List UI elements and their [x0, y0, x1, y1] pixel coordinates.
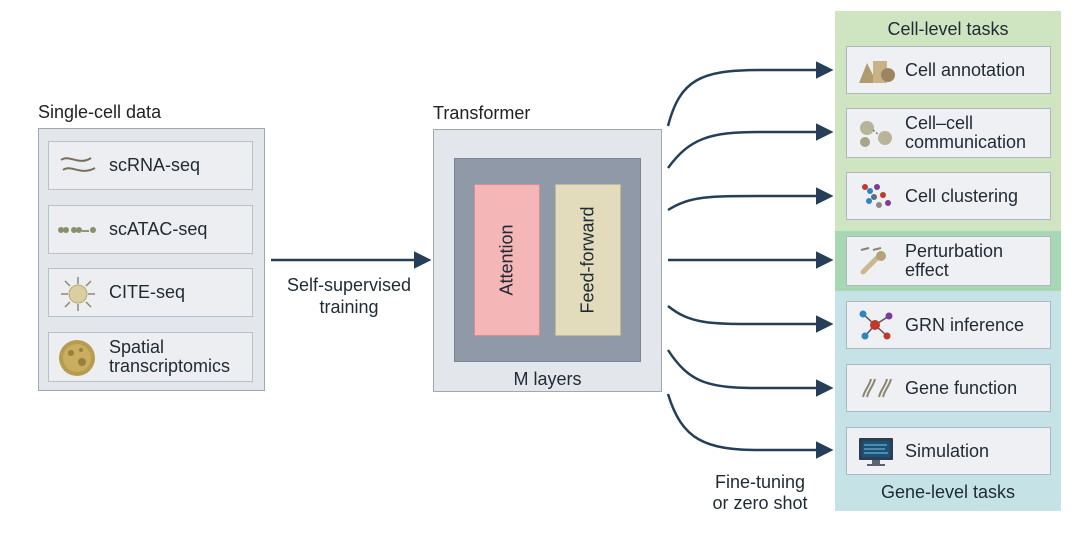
- input-scrna-seq: scRNA-seq: [48, 141, 253, 190]
- input-cite-seq: CITE-seq: [48, 268, 253, 317]
- task-label-line1: Cell–cell: [905, 113, 974, 133]
- task-label: Simulation: [905, 440, 990, 461]
- arrow-to-simulation: [666, 393, 834, 459]
- arrow-to-cell-communication: [666, 123, 834, 169]
- arrow-to-cell-annotation: [666, 61, 834, 127]
- cell-level-title: Cell-level tasks: [887, 19, 1009, 39]
- dna-icon: [862, 378, 892, 398]
- training-label: Self-supervised training: [286, 275, 412, 317]
- task-label: GRN inference: [905, 314, 1025, 335]
- task-grn-inference: GRN inference: [846, 301, 1051, 349]
- arrow-to-gene-function: [666, 349, 834, 397]
- cell-shapes-icon: [859, 61, 895, 83]
- layers-label: M layers: [513, 369, 582, 389]
- task-label-line1: Perturbation: [905, 241, 1004, 261]
- transformer-title: Transformer: [433, 103, 531, 123]
- single-cell-data-title: Single-cell data: [38, 102, 162, 122]
- task-cell-annotation: Cell annotation: [846, 46, 1051, 94]
- input-spatial-transcriptomics: Spatial transcriptomics: [48, 332, 253, 382]
- attention-label: Attention: [496, 224, 517, 296]
- rna-strand-icon: [60, 157, 96, 172]
- monitor-icon: [859, 438, 893, 466]
- attention-block: Attention: [474, 184, 540, 336]
- task-label: Cell clustering: [905, 185, 1019, 206]
- tissue-icon: [59, 340, 95, 376]
- task-perturbation-effect: Perturbation effect: [846, 236, 1051, 286]
- input-label: CITE-seq: [109, 282, 186, 302]
- input-label: scRNA-seq: [109, 155, 201, 175]
- task-label-line2: effect: [905, 260, 949, 280]
- input-label-line2: transcriptomics: [109, 356, 231, 376]
- task-cell-communication: Cell–cell communication: [846, 108, 1051, 158]
- arrow-to-cell-clustering: [667, 187, 834, 212]
- cell-communication-icon: [860, 121, 892, 147]
- gene-level-title: Gene-level tasks: [880, 482, 1016, 502]
- feedforward-label: Feed-forward: [577, 206, 598, 314]
- arrow-to-grn: [667, 305, 834, 333]
- task-label-line2: communication: [905, 132, 1027, 152]
- task-cell-clustering: Cell clustering: [846, 172, 1051, 220]
- input-label: scATAC-seq: [109, 219, 208, 239]
- task-gene-function: Gene function: [846, 364, 1051, 412]
- perturbation-icon: [860, 247, 886, 275]
- task-label: Gene function: [905, 377, 1018, 398]
- feedforward-block: Feed-forward: [555, 184, 621, 336]
- task-label: Cell annotation: [905, 59, 1026, 80]
- task-simulation: Simulation: [846, 427, 1051, 475]
- chromatin-icon: [58, 227, 96, 233]
- cluster-dots-icon: [862, 184, 891, 208]
- network-icon: [859, 310, 893, 340]
- input-scatac-seq: scATAC-seq: [48, 205, 253, 254]
- antibody-cell-icon: [61, 277, 95, 311]
- input-label-line1: Spatial: [109, 337, 165, 357]
- finetune-label: Fine-tuning or zero shot: [712, 472, 808, 513]
